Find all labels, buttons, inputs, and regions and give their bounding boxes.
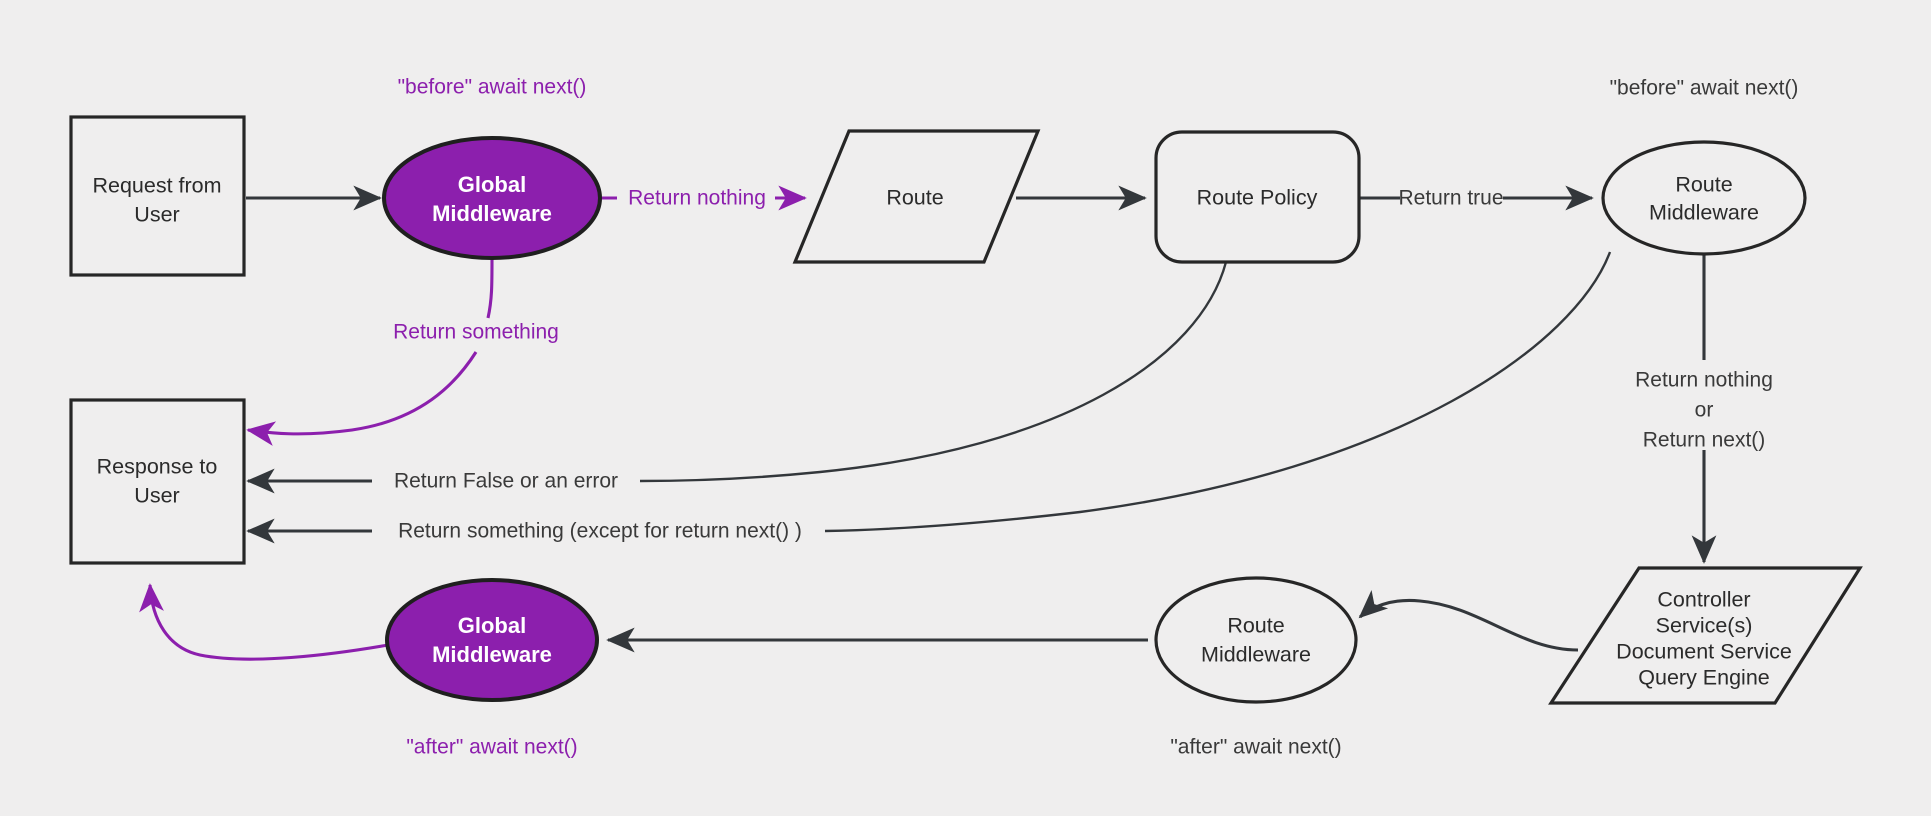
node-controller-services[interactable]: Controller Service(s) Document Service Q… bbox=[1548, 566, 1863, 705]
node-controller-label-line3: Document Service bbox=[1616, 640, 1792, 664]
node-request-label-line2: User bbox=[134, 203, 179, 227]
node-controller-label-line2: Service(s) bbox=[1656, 614, 1753, 638]
edge-label-return-nothing: Return nothing bbox=[628, 187, 766, 210]
node-global-middleware-top[interactable]: Global Middleware bbox=[382, 136, 602, 260]
node-global-middleware-top-label-line2: Middleware bbox=[432, 201, 552, 226]
edge-route-policy-to-route-middleware: Return true bbox=[1358, 185, 1594, 211]
edge-label-route-mw-out-line2: or bbox=[1695, 399, 1714, 422]
node-route-middleware-top-label-line1: Route bbox=[1675, 173, 1732, 197]
edge-route-middleware-to-controller: Return nothing or Return next() bbox=[1635, 254, 1773, 564]
caption-before-route-middleware: "before" await next() bbox=[1610, 77, 1799, 100]
node-global-middleware-bottom[interactable]: Global Middleware bbox=[385, 578, 599, 702]
node-route-label: Route bbox=[886, 186, 943, 210]
edge-label-route-mw-out-line1: Return nothing bbox=[1635, 369, 1773, 392]
caption-before-global-middleware: "before" await next() bbox=[398, 76, 587, 99]
node-controller-label-line1: Controller bbox=[1657, 588, 1750, 612]
node-response-to-user[interactable]: Response to User bbox=[69, 398, 246, 565]
node-global-middleware-bottom-label-line2: Middleware bbox=[432, 642, 552, 667]
caption-after-route-middleware: "after" await next() bbox=[1170, 736, 1341, 759]
node-controller-label-line4: Query Engine bbox=[1638, 666, 1769, 690]
edge-controller-to-route-middleware-bottom bbox=[1358, 589, 1579, 652]
edge-global-middleware-to-response: Return something bbox=[246, 257, 559, 446]
node-request-label-line1: Request from bbox=[92, 174, 221, 198]
node-route-middleware-bottom-label-line2: Middleware bbox=[1201, 643, 1311, 667]
node-response-label-line1: Response to bbox=[97, 455, 218, 479]
node-request-from-user[interactable]: Request from User bbox=[69, 115, 246, 277]
edge-global-middleware-to-route: Return nothing bbox=[600, 185, 807, 211]
edge-global-middleware-bottom-to-response bbox=[139, 583, 389, 661]
edge-label-route-mw-out-line3: Return next() bbox=[1643, 429, 1766, 452]
edge-label-return-true: Return true bbox=[1398, 187, 1503, 210]
node-route-middleware-top-label-line2: Middleware bbox=[1649, 201, 1759, 225]
node-route-middleware-bottom-label-line1: Route bbox=[1227, 614, 1284, 638]
edge-label-return-false-or-error: Return False or an error bbox=[394, 470, 618, 493]
edge-route-middleware-to-response: Return something (except for return next… bbox=[246, 251, 1612, 544]
node-route-middleware-top[interactable]: Route Middleware bbox=[1601, 140, 1807, 256]
node-global-middleware-top-label-line1: Global bbox=[458, 172, 526, 197]
edge-route-policy-to-response: Return False or an error bbox=[246, 261, 1228, 494]
node-route-middleware-bottom[interactable]: Route Middleware bbox=[1154, 576, 1358, 704]
node-route-policy-label: Route Policy bbox=[1197, 186, 1318, 210]
node-response-label-line2: User bbox=[134, 484, 179, 508]
edge-label-return-something-except: Return something (except for return next… bbox=[398, 520, 802, 543]
edge-label-return-something: Return something bbox=[393, 321, 559, 344]
node-route[interactable]: Route bbox=[792, 129, 1041, 264]
node-route-policy[interactable]: Route Policy bbox=[1154, 130, 1361, 264]
node-global-middleware-bottom-label-line1: Global bbox=[458, 613, 526, 638]
caption-after-global-middleware: "after" await next() bbox=[406, 736, 577, 759]
